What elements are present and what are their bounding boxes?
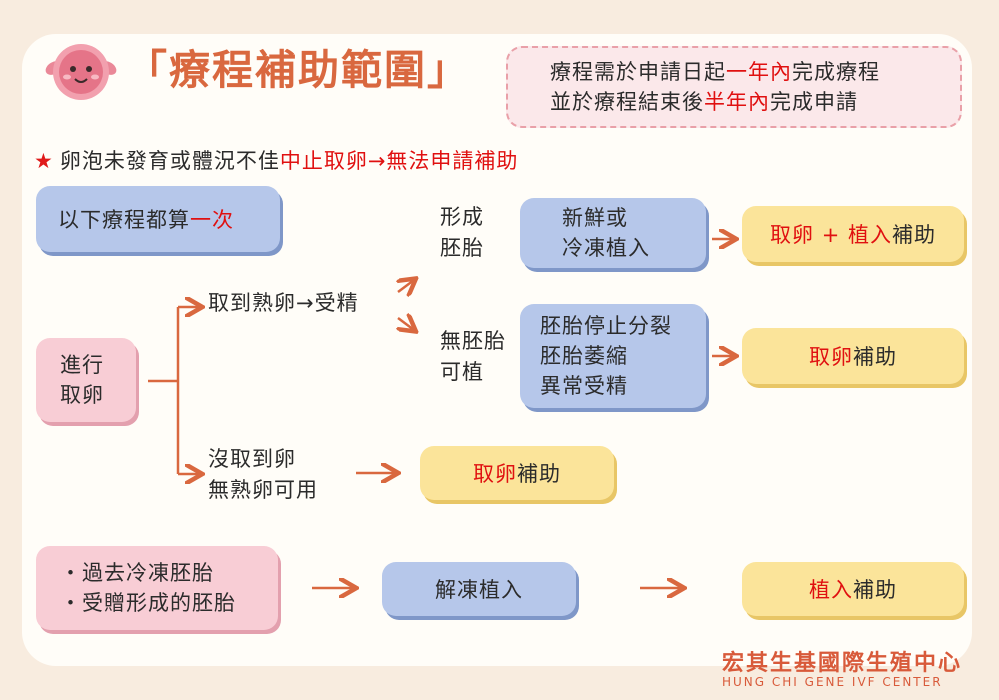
thaw-transfer-box: 解凍植入 <box>382 562 576 616</box>
fresh-frozen-transfer-box: 新鮮或冷凍植入 <box>520 198 706 268</box>
embryo-failure-box: 胚胎停止分裂胚胎萎縮異常受精 <box>520 304 706 408</box>
retrieval-and-transfer-subsidy: 取卵 + 植入補助 <box>742 206 964 262</box>
no-egg-branch-label: 沒取到卵無熟卵可用 <box>208 447 318 502</box>
center-logo-chinese: 宏其生基國際生殖中心 <box>722 651 963 676</box>
transfer-subsidy: 植入補助 <box>742 562 964 616</box>
frozen-embryo-box: ・過去冷凍胚胎・受贈形成的胚胎 <box>36 546 278 630</box>
retrieval-subsidy-2: 取卵補助 <box>420 446 614 500</box>
egg-mascot-icon <box>45 44 117 100</box>
counts-as-once-box: 以下療程都算一次 <box>36 186 280 252</box>
deadline-note: 療程需於申請日起一年內完成療程 並於療程結束後半年內完成申請 <box>506 46 962 128</box>
warning-line: ★卵泡未發育或體況不佳中止取卵→無法申請補助 <box>34 149 519 173</box>
star-icon: ★ <box>34 149 54 173</box>
egg-retrieval-start-box: 進行取卵 <box>36 338 136 422</box>
no-embryo-label: 無胚胎可植 <box>440 329 506 384</box>
page-title: 「療程補助範圍」 <box>126 46 470 94</box>
embryo-formed-label: 形成胚胎 <box>440 205 484 260</box>
mature-egg-branch-label: 取到熟卵→受精 <box>208 291 359 315</box>
retrieval-subsidy-1: 取卵補助 <box>742 328 964 384</box>
center-logo-english: HUNG CHI GENE IVF CENTER <box>722 675 943 689</box>
